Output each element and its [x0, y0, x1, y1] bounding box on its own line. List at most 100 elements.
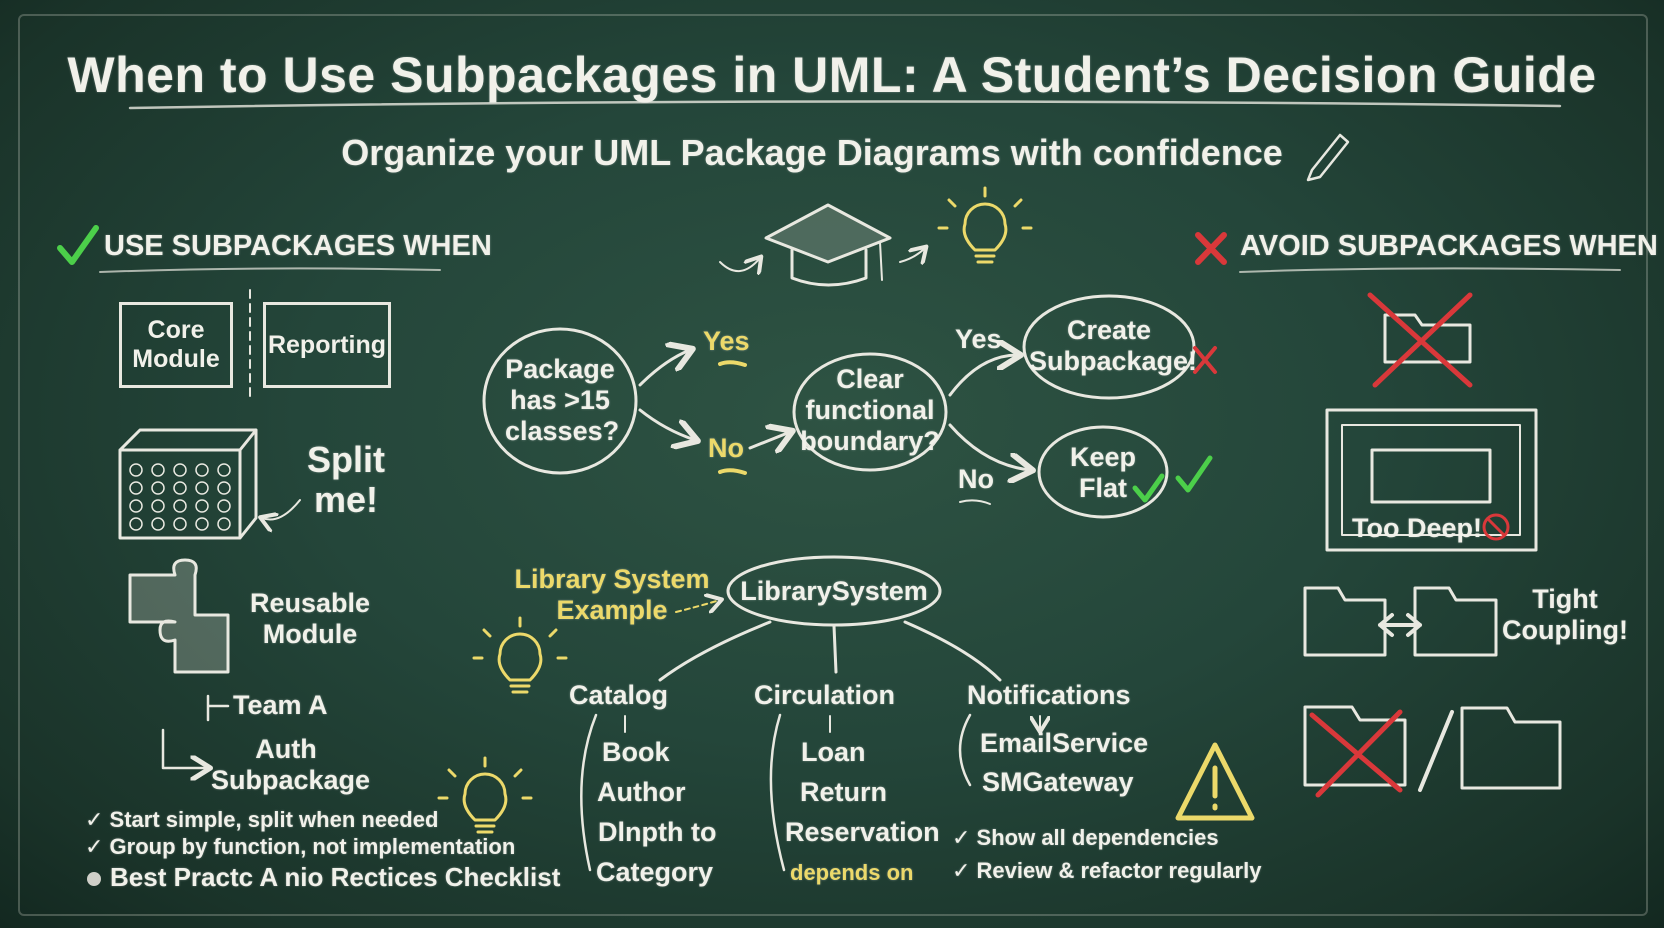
check-mark [1132, 455, 1213, 503]
package-catalog: Catalog [569, 680, 669, 710]
grid-cell [217, 463, 231, 477]
grid-cell [217, 481, 231, 495]
q2-yes-label: Yes [955, 324, 1002, 354]
grid-box-icon [118, 428, 258, 540]
coupled-folders-icon [1303, 586, 1498, 657]
q1-text: Package has >15 classes? [505, 354, 620, 446]
tight-coupling-label: Tight Coupling! [1502, 584, 1628, 645]
tip-item: ✓ Start simple, split when needed [85, 807, 439, 832]
class-item: Loan [801, 737, 866, 767]
puzzle-icon [128, 558, 230, 674]
reporting-label: Reporting [267, 330, 387, 359]
core-module-box: Core Module [119, 302, 233, 388]
reporting-box: Reporting [263, 302, 391, 388]
check-icon [57, 225, 99, 265]
grid-cell [129, 499, 143, 513]
pencil-icon [1306, 133, 1350, 182]
arrow-q2-no [948, 423, 1030, 470]
grid-cell [151, 481, 165, 495]
result-node-keep [1037, 425, 1169, 519]
no-underline [718, 468, 747, 475]
arrow-no-q2 [748, 432, 790, 448]
tree-branch [769, 713, 786, 872]
auth-subpackage-label: Auth Subpackage [211, 734, 371, 795]
no-entry-icon [1482, 513, 1510, 541]
tree-branch [958, 713, 972, 787]
grid-cell [195, 481, 209, 495]
grid-cell [129, 481, 143, 495]
page-title: When to Use Subpackages in UML: A Studen… [67, 47, 1597, 103]
grid-cell [129, 463, 143, 477]
package-notifications: Notifications [967, 680, 1131, 710]
grid-cell [173, 499, 187, 513]
lightbulb-icon [472, 616, 568, 694]
tree-edge [903, 620, 1002, 682]
grid-cell [129, 517, 143, 531]
example-arrow [675, 600, 720, 612]
class-item: Return [800, 777, 887, 807]
graduation-cap-icon [719, 203, 925, 287]
core-module-label: Core Module [132, 316, 220, 373]
bullet-icon [87, 872, 101, 886]
left-heading-underline [99, 267, 441, 273]
q1-yes-label: Yes [703, 326, 750, 356]
page-subtitle: Organize your UML Package Diagrams with … [341, 132, 1283, 173]
grid-cell [151, 499, 165, 513]
yes-underline [718, 360, 747, 367]
example-label: Library System Example [514, 564, 710, 625]
nested-boxes-icon [1325, 408, 1538, 552]
arrow-q1-no [638, 408, 695, 440]
grid-cell [195, 499, 209, 513]
lightbulb-icon [937, 186, 1033, 264]
tip-text: Group by function, not implementation [109, 834, 516, 859]
grid-cell [217, 499, 231, 513]
tree-branch [580, 713, 598, 872]
q2-text: Clear functional boundary? [800, 364, 940, 456]
avoid-heading: AVOID SUBPACKAGES WHEN [1240, 230, 1658, 262]
arrow-q2-yes [948, 355, 1018, 397]
package-circulation: Circulation [754, 680, 896, 710]
flat-vs-nested-folders-icon [1303, 705, 1562, 798]
grid-cell [151, 517, 165, 531]
class-item: SMGateway [982, 767, 1134, 797]
tip-item: ✓ Show all dependencies [952, 825, 1219, 850]
class-item: Reservation [785, 817, 940, 847]
depends-on-label: depends on [790, 860, 914, 885]
tip-text: Start simple, split when needed [109, 807, 439, 832]
cross-icon [1195, 232, 1227, 265]
reusable-module-label: Reusable Module [249, 588, 371, 649]
class-item: Dlnpth to [598, 817, 717, 847]
hierarchy-connector [161, 694, 228, 768]
grid-cell [173, 481, 187, 495]
decision-node-q2 [792, 352, 948, 472]
tip-text: Review & refactor regularly [976, 858, 1262, 883]
arrow-q1-yes [638, 350, 690, 387]
too-deep-label: Too Deep! [1352, 513, 1482, 543]
right-heading-underline [1239, 267, 1621, 273]
warning-icon [1175, 742, 1255, 821]
checklist-label: Best Practc A nio Rectices Checklist [110, 862, 561, 892]
grid-cell [151, 463, 165, 477]
title-underline [128, 100, 1562, 110]
class-item: Author [597, 777, 686, 807]
class-item: EmailService [980, 728, 1149, 758]
grid-cell [173, 463, 187, 477]
cross-mark [1193, 346, 1217, 374]
chalkboard-frame [18, 14, 1648, 916]
q2-no-label: No [958, 464, 994, 494]
tip-item: ✓ Review & refactor regularly [952, 858, 1262, 883]
tree-arrow [624, 716, 1040, 732]
grid-cell [195, 517, 209, 531]
tree-edge [832, 624, 838, 674]
grid-cell [217, 517, 231, 531]
root-label: LibrarySystem [740, 576, 928, 606]
crossed-folder-icon [1367, 292, 1473, 388]
lightbulb-icon [437, 756, 533, 834]
class-item: Book [602, 737, 670, 767]
tree-edge [658, 620, 772, 682]
use-heading: USE SUBPACKAGES WHEN [104, 230, 492, 262]
arrow [262, 499, 301, 520]
split-me-label: Split me! [307, 439, 385, 520]
tip-item: ✓ Group by function, not implementation [85, 834, 516, 859]
